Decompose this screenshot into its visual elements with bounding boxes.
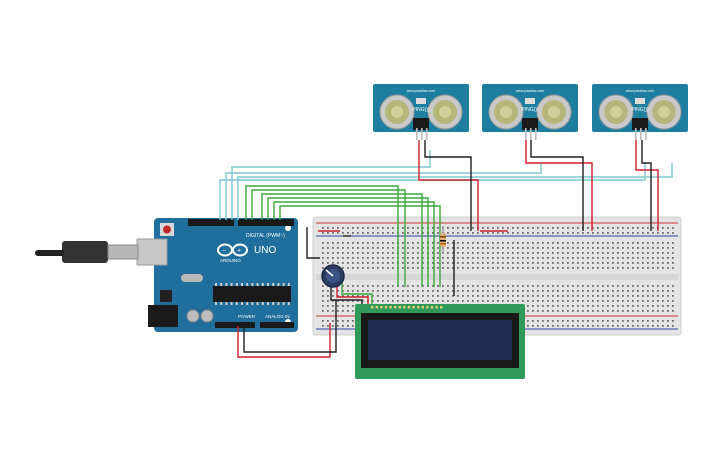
digital-header-b — [238, 219, 294, 226]
wire-5v — [237, 323, 331, 358]
wire-green-1 — [245, 185, 399, 287]
lcd-pin — [417, 306, 420, 309]
lcd-pin — [435, 306, 438, 309]
crystal-oscillator — [181, 274, 203, 282]
usb-port — [136, 238, 168, 266]
wire-red-sensor-1 — [418, 140, 479, 231]
wire-cyan-1 — [219, 163, 646, 220]
wire-green-3 — [261, 193, 423, 287]
lcd-pin — [384, 306, 388, 309]
wire-green-5 — [273, 201, 435, 287]
wire-black-sensor-3 — [641, 140, 652, 231]
wire-green-6 — [279, 205, 441, 287]
wire-green-2 — [251, 189, 406, 287]
lcd-pin — [430, 306, 434, 309]
arduino-logo: − + — [217, 243, 248, 257]
wire-green-4 — [267, 197, 429, 287]
sensor-label: PING))) — [631, 107, 649, 113]
power-label: POWER — [238, 314, 256, 319]
lcd-pin — [398, 306, 401, 309]
sensor-label: PING))) — [521, 107, 539, 113]
capacitor-1 — [186, 309, 200, 323]
capacitor-2 — [200, 309, 214, 323]
lcd-pin — [389, 306, 392, 309]
analog-label: ANALOG IN — [265, 314, 290, 319]
sensor-label: PING))) — [412, 107, 430, 113]
ultrasonic-sensor-1[interactable]: PING))) www.parallax.com — [373, 84, 469, 140]
wire-black-sensor-1 — [424, 140, 472, 231]
wire-red-sensor-2 — [525, 140, 593, 231]
sensor-pins — [413, 118, 429, 130]
brand-label: ARDUINO — [220, 258, 241, 263]
lcd-pin — [380, 306, 383, 309]
lcd-screen — [368, 320, 512, 360]
lcd-pin — [371, 306, 374, 309]
lcd-pin — [421, 306, 424, 309]
wire-gnd — [243, 300, 337, 353]
lcd-pin — [426, 306, 429, 309]
lcd-pin — [403, 306, 406, 309]
wires — [219, 140, 673, 358]
lcd-pin-header — [371, 306, 443, 309]
wire-cyan-4 — [237, 163, 673, 220]
wire-red-sensor-3 — [635, 140, 659, 231]
lcd-pin — [375, 306, 378, 309]
lcd-pin — [407, 306, 411, 309]
wire-cyan-2 — [225, 163, 542, 220]
sensor-header: www.parallax.com — [516, 89, 544, 93]
ultrasonic-sensor-3[interactable]: PING))) www.parallax.com — [592, 84, 688, 140]
chip-pins — [215, 283, 290, 305]
analog-header — [260, 322, 294, 328]
lcd-pin — [394, 306, 397, 309]
digital-header-a — [188, 219, 234, 226]
power-jack — [148, 305, 178, 327]
usb-chip — [160, 290, 172, 302]
svg-text:−: − — [222, 248, 226, 255]
digital-label: DIGITAL (PWM~) — [246, 233, 285, 239]
sensor-pins — [632, 118, 648, 130]
sensor-header: www.parallax.com — [626, 89, 654, 93]
svg-text:+: + — [237, 248, 241, 255]
arduino-uno-board[interactable]: DIGITAL (PWM~) − + UNO ARDUINO POWER ANA… — [136, 218, 298, 332]
resistor[interactable] — [440, 226, 446, 254]
wire-cyan-3 — [231, 150, 431, 220]
sensor-header: www.parallax.com — [407, 89, 435, 93]
ultrasonic-sensor-2[interactable]: PING))) www.parallax.com — [482, 84, 578, 140]
potentiometer[interactable] — [321, 264, 345, 288]
lcd-display[interactable] — [355, 304, 525, 379]
power-header — [215, 322, 255, 328]
model-label: UNO — [254, 245, 276, 256]
wire-black-sensor-2 — [530, 140, 584, 231]
atmega-chip — [213, 286, 291, 302]
sensor-pins — [522, 118, 538, 130]
lcd-pin — [440, 306, 443, 309]
usb-cable[interactable] — [35, 241, 139, 263]
lcd-pin — [412, 306, 415, 309]
